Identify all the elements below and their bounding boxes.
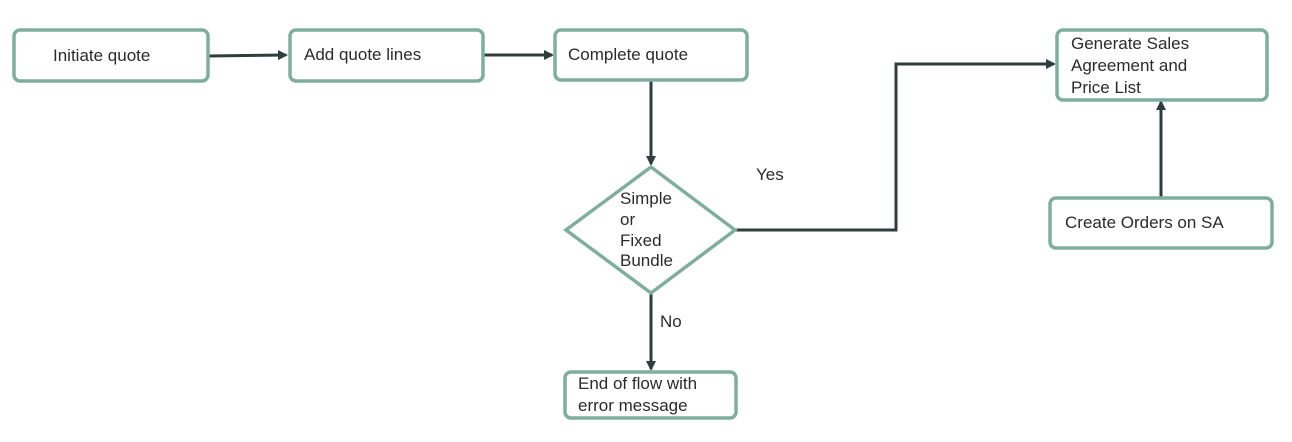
edge-label-no: No [660, 312, 682, 331]
node-complete-quote[interactable]: Complete quote [553, 28, 749, 82]
edge-decision-yes-to-generate [735, 59, 1056, 232]
generate-label-line-1: Generate Sales [1071, 34, 1189, 53]
node-initiate-quote-label: Initiate quote [53, 46, 150, 65]
edge-label-yes: Yes [756, 165, 784, 184]
node-complete-quote-label: Complete quote [568, 45, 688, 64]
node-create-orders-on-sa[interactable]: Create Orders on SA [1048, 196, 1274, 250]
node-add-quote-lines[interactable]: Add quote lines [288, 28, 485, 83]
decision-label-line-3: Fixed [620, 231, 662, 250]
generate-label-line-3: Price List [1071, 78, 1141, 97]
node-generate-sales-agreement[interactable]: Generate Sales Agreement and Price List [1055, 28, 1269, 102]
decision-label-line-4: Bundle [620, 251, 673, 270]
decision-label-line-1: Simple [620, 189, 672, 208]
node-decision-simple-or-fixed-bundle[interactable]: Simple or Fixed Bundle [563, 164, 738, 296]
end-of-flow-label-line-2: error message [578, 396, 688, 415]
end-of-flow-label-line-1: End of flow with [578, 374, 697, 393]
node-end-of-flow[interactable]: End of flow with error message [563, 370, 738, 420]
edge-initiate-to-add-lines [207, 50, 288, 61]
decision-label-line-2: or [620, 210, 635, 229]
node-create-orders-label: Create Orders on SA [1065, 213, 1224, 232]
node-add-quote-lines-label: Add quote lines [304, 45, 421, 64]
node-initiate-quote[interactable]: Initiate quote [12, 28, 210, 83]
generate-label-line-2: Agreement and [1071, 56, 1187, 75]
